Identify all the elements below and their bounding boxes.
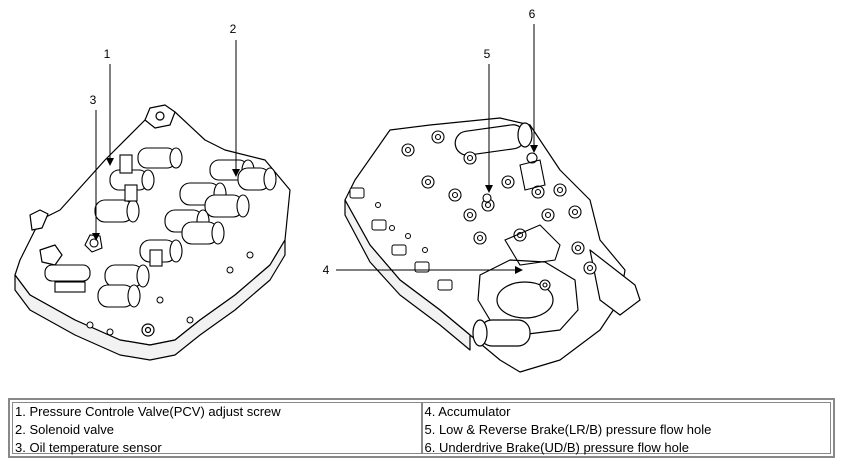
left-valve-body: [14, 104, 291, 361]
legend-right-column: 4. Accumulator 5. Low & Reverse Brake(LR…: [420, 403, 831, 455]
legend-item: 2. Solenoid valve: [15, 422, 115, 437]
callout-1: 1: [104, 47, 111, 61]
callout-5: 5: [484, 47, 491, 61]
legend-left-column: 1. Pressure Controle Valve(PCV) adjust s…: [13, 403, 421, 455]
legend-item: 1. Pressure Controle Valve(PCV) adjust s…: [15, 404, 281, 419]
right-valve-body: [344, 117, 641, 373]
legend-table-inner: 1. Pressure Controle Valve(PCV) adjust s…: [12, 402, 831, 455]
legend-item: 5. Low & Reverse Brake(LR/B) pressure fl…: [424, 422, 712, 437]
callout-2: 2: [230, 22, 237, 36]
pressure-flow-holes: [482, 152, 561, 266]
legend-item: 4. Accumulator: [424, 404, 511, 419]
solenoid-valves-left: [44, 147, 277, 308]
callout-3: 3: [90, 93, 97, 107]
valve-body-illustration: 1 2 3 4 5 6: [14, 7, 641, 373]
callout-4: 4: [323, 263, 330, 277]
left-body-holes: [86, 251, 254, 336]
right-body-bolts: [401, 130, 597, 291]
callout-6: 6: [529, 7, 536, 21]
legend-item: 3. Oil temperature sensor: [15, 440, 162, 455]
legend-table: 1. Pressure Controle Valve(PCV) adjust s…: [8, 398, 835, 458]
legend-item: 6. Underdrive Brake(UD/B) pressure flow …: [424, 440, 689, 455]
callouts: 1 2 3 4 5 6: [90, 7, 538, 277]
